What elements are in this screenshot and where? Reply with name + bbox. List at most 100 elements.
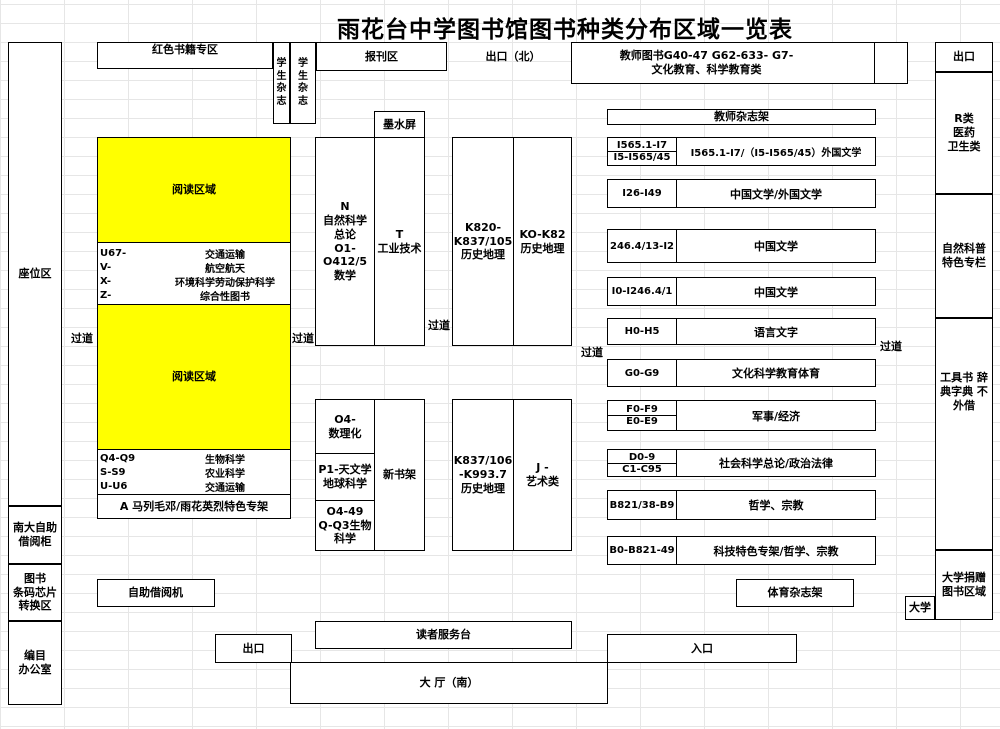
shelf-row: Q4-Q9 生物科学 (98, 451, 290, 466)
class-label: 环境科学劳动保护科学 (175, 277, 275, 289)
shelf-row: S-S9 农业科学 (98, 465, 290, 480)
class-label: 农业科学 (205, 468, 245, 480)
class-code: 246.4/13-I2 (609, 240, 675, 252)
class-code: X- (100, 275, 112, 287)
class-label: 中国文学 (754, 240, 798, 253)
aisle-label: 过道 (428, 319, 450, 332)
teacher-books-shelf: 教师图书G40-47 G62-633- G7- 文化教育、科学教育类 (571, 42, 876, 84)
physics-chem-shelf: O4- 数理化 (315, 399, 375, 454)
class-code: Q4-Q9 (100, 452, 136, 464)
marxism-special-shelf: A 马列毛邓/雨花英烈特色专架 (97, 494, 291, 519)
class-code: I565.1-I7 (616, 140, 668, 151)
class-label: 交通运输 (205, 482, 245, 494)
aisle-label: 过道 (880, 340, 902, 353)
history-geo-shelf-1: K820- K837/105 历史地理 (452, 137, 514, 346)
class-label: 文化科学教育体育 (732, 367, 820, 380)
chinese-lit-shelf-2: I0-I246.4/1 中国文学 (607, 277, 876, 306)
tech-special-shelf: B0-B821-49 科技特色专架/哲学、宗教 (607, 536, 876, 565)
class-code: B821/38-B9 (609, 499, 675, 511)
class-code: I5-I565/45 (608, 151, 676, 163)
sports-magazine-shelf: 体育杂志架 (736, 579, 854, 607)
donation-area: 大学捐赠 图书区域 (935, 550, 993, 620)
class-label: 科技特色专架/哲学、宗教 (713, 544, 839, 558)
culture-edu-shelf: G0-G9 文化科学教育体育 (607, 359, 876, 387)
seating-area: 座位区 (8, 42, 62, 506)
class-code: Z- (100, 289, 112, 301)
south-exit: 出口 (215, 634, 292, 663)
language-shelf: H0-H5 语言文字 (607, 318, 876, 345)
student-magazines-2: 学 生 杂 志 (290, 42, 316, 124)
red-books-area: 红色书籍专区 (97, 42, 273, 69)
class-code-cell: 246.4/13-I2 (608, 230, 677, 262)
chinese-foreign-lit-shelf: I26-I49 中国文学/外国文学 (607, 179, 876, 208)
new-books-shelf: 新书架 (374, 399, 425, 551)
class-code: E0-E9 (608, 415, 676, 427)
class-label: 综合性图书 (200, 291, 250, 303)
class-code-cell: I0-I246.4/1 (608, 278, 677, 305)
class-code: I26-I49 (622, 188, 662, 199)
rfid-conversion-area: 图书 条码芯片 转换区 (8, 564, 62, 621)
class-label: I565.1-I7/（I5-I565/45）外国文学 (690, 148, 862, 159)
class-label: 军事/经济 (751, 409, 801, 423)
class-code: V- (100, 261, 112, 273)
ink-screen: 墨水屏 (374, 111, 425, 138)
class-code: I0-I246.4/1 (611, 286, 673, 297)
class-label: 语言文字 (754, 325, 798, 339)
industrial-tech-shelf: T 工业技术 (374, 137, 425, 346)
class-code: G0-G9 (624, 367, 660, 379)
natural-science-shelf: N 自然科学 总论 O1- O412/5 数学 (315, 137, 375, 346)
class-code-cell: I26-I49 (608, 180, 677, 207)
medical-books: R类 医药 卫生类 (935, 72, 993, 194)
shelf-row: Z- 综合性图书 (98, 288, 290, 303)
class-code-cell: H0-H5 (608, 319, 677, 344)
class-label: 航空航天 (205, 263, 245, 275)
class-code: S-S9 (100, 466, 126, 478)
shelf-row: V- 航空航天 (98, 260, 290, 275)
shelf-list-1: U67- 交通运输 V- 航空航天 X- 环境科学劳动保护科学 Z- 综合性图书 (97, 242, 291, 305)
astronomy-shelf: P1-天文学 地球科学 (315, 453, 375, 501)
class-code-cell: B0-B821-49 (608, 537, 677, 564)
newspaper-area: 报刊区 (316, 42, 447, 71)
entrance: 入口 (607, 634, 797, 663)
cataloging-office: 编目 办公室 (8, 621, 62, 705)
class-label: 中国文学 (754, 285, 798, 299)
class-code: U67- (100, 247, 127, 259)
class-code-cell: G0-G9 (608, 360, 677, 386)
self-service-machine: 自助借阅机 (97, 579, 215, 607)
shelf-row: U-U6 交通运输 (98, 479, 290, 494)
shelf-list-2: Q4-Q9 生物科学 S-S9 农业科学 U-U6 交通运输 (97, 449, 291, 495)
university-label: 大学 (905, 596, 935, 620)
teacher-books-end (874, 42, 908, 84)
north-exit: 出口（北） (485, 50, 541, 63)
class-code-cell: B821/38-B9 (608, 491, 677, 519)
class-label: 哲学、宗教 (748, 499, 804, 512)
class-code: H0-H5 (624, 326, 660, 337)
class-label: 生物科学 (205, 454, 245, 466)
teacher-magazine-shelf: 教师杂志架 (607, 109, 876, 125)
reading-area-1: 阅读区域 (97, 137, 291, 243)
shelf-row: X- 环境科学劳动保护科学 (98, 274, 290, 289)
page-title: 雨花台中学图书馆图书种类分布区域一览表 (337, 17, 793, 43)
science-special-shelf: 自然科普 特色专栏 (935, 194, 993, 318)
history-geo-shelf-2: KO-K82 历史地理 (513, 137, 572, 346)
student-magazines-1: 学 生 杂 志 (273, 42, 290, 124)
class-code: F0-F9 (626, 404, 658, 415)
class-code: U-U6 (100, 480, 128, 492)
class-label: 交通运输 (205, 249, 245, 261)
chinese-lit-shelf-1: 246.4/13-I2 中国文学 (607, 229, 876, 263)
aisle-label: 过道 (292, 332, 314, 345)
art-shelf: J - 艺术类 (513, 399, 572, 551)
reference-books: 工具书 辞 典字典 不 外借 (935, 318, 993, 550)
reader-service-desk: 读者服务台 (315, 621, 572, 649)
biology-shelf: O4-49 Q-Q3生物 科学 (315, 500, 375, 551)
reading-area-2: 阅读区域 (97, 304, 291, 450)
self-return-cabinet: 南大自助 借阅柜 (8, 506, 62, 564)
aisle-label: 过道 (71, 332, 93, 345)
class-code: C1-C95 (608, 462, 676, 475)
